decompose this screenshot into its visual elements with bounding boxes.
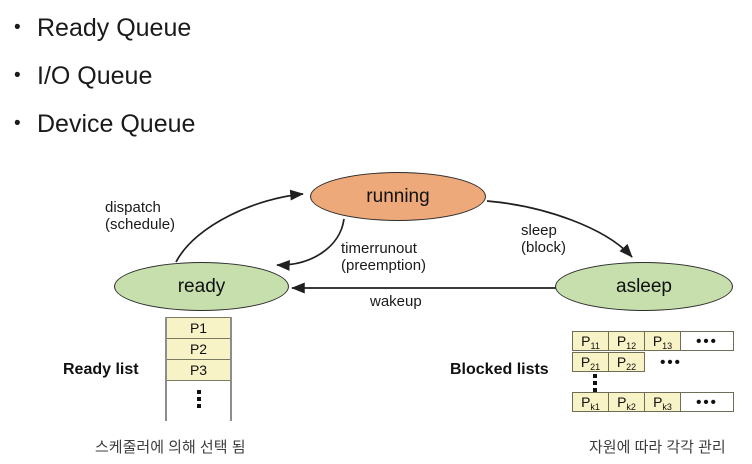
edge-label-line: sleep [521, 222, 557, 239]
cell-base: P [581, 333, 591, 349]
state-node-label: asleep [616, 275, 672, 297]
edge-label-dispatch: dispatch (schedule) [105, 199, 175, 233]
blocked-lists-label: Blocked lists [450, 361, 549, 378]
cell-base: P [581, 394, 591, 410]
bullet-label: I/O Queue [37, 62, 153, 90]
cell-base: P [616, 333, 627, 349]
ready-list-ellipsis-icon [167, 381, 230, 417]
edge-label-timerrunout: timerrunout (preemption) [341, 240, 426, 274]
cell-base: P [652, 333, 663, 349]
ready-list-box: P1 P2 P3 [165, 317, 232, 421]
blocked-lists-ellipsis-icon [593, 371, 597, 400]
edge-label-line: wakeup [370, 293, 422, 310]
ready-list-label: Ready list [63, 361, 139, 378]
edge-label-wakeup: wakeup [370, 293, 422, 310]
edge-label-line: timerrunout [341, 240, 417, 257]
cell-base: P [580, 354, 591, 370]
ready-list-cell: P2 [167, 338, 230, 360]
list-item: I/O Queue [8, 52, 428, 100]
edge-label-sleep: sleep (block) [521, 222, 566, 256]
caption-ready-list: 스케줄러에 의해 선택 됨 [95, 439, 246, 456]
blocked-list-more-icon: ••• [680, 392, 734, 412]
cell-base: P [617, 394, 627, 410]
ready-list-cell: P3 [167, 359, 230, 381]
cell-base: P [616, 354, 627, 370]
dispatch-arrow [175, 189, 304, 263]
blocked-list-more-icon: ••• [680, 331, 734, 351]
state-node-label: running [366, 185, 430, 207]
edge-label-line: (preemption) [341, 257, 427, 274]
state-node-asleep[interactable]: asleep [555, 262, 733, 311]
edge-label-line: (block) [521, 239, 567, 256]
edge-label-line: dispatch [105, 199, 161, 216]
state-node-label: ready [177, 275, 226, 297]
state-node-running[interactable]: running [310, 172, 486, 221]
list-item: Device Queue [8, 100, 428, 148]
bullet-label: Device Queue [37, 110, 196, 138]
ready-list-cell: P1 [167, 317, 230, 339]
timerrunout-arrow [276, 218, 345, 271]
state-node-ready[interactable]: ready [114, 262, 289, 311]
bullet-label: Ready Queue [37, 14, 192, 42]
caption-blocked-lists: 자원에 따라 각각 관리 [589, 439, 726, 456]
list-item: Ready Queue [8, 4, 428, 52]
edge-label-line: (schedule) [105, 216, 176, 233]
blocked-list-more-icon: ••• [660, 353, 682, 371]
cell-base: P [653, 394, 663, 410]
queue-bullet-list: Ready Queue I/O Queue Device Queue [8, 4, 428, 148]
